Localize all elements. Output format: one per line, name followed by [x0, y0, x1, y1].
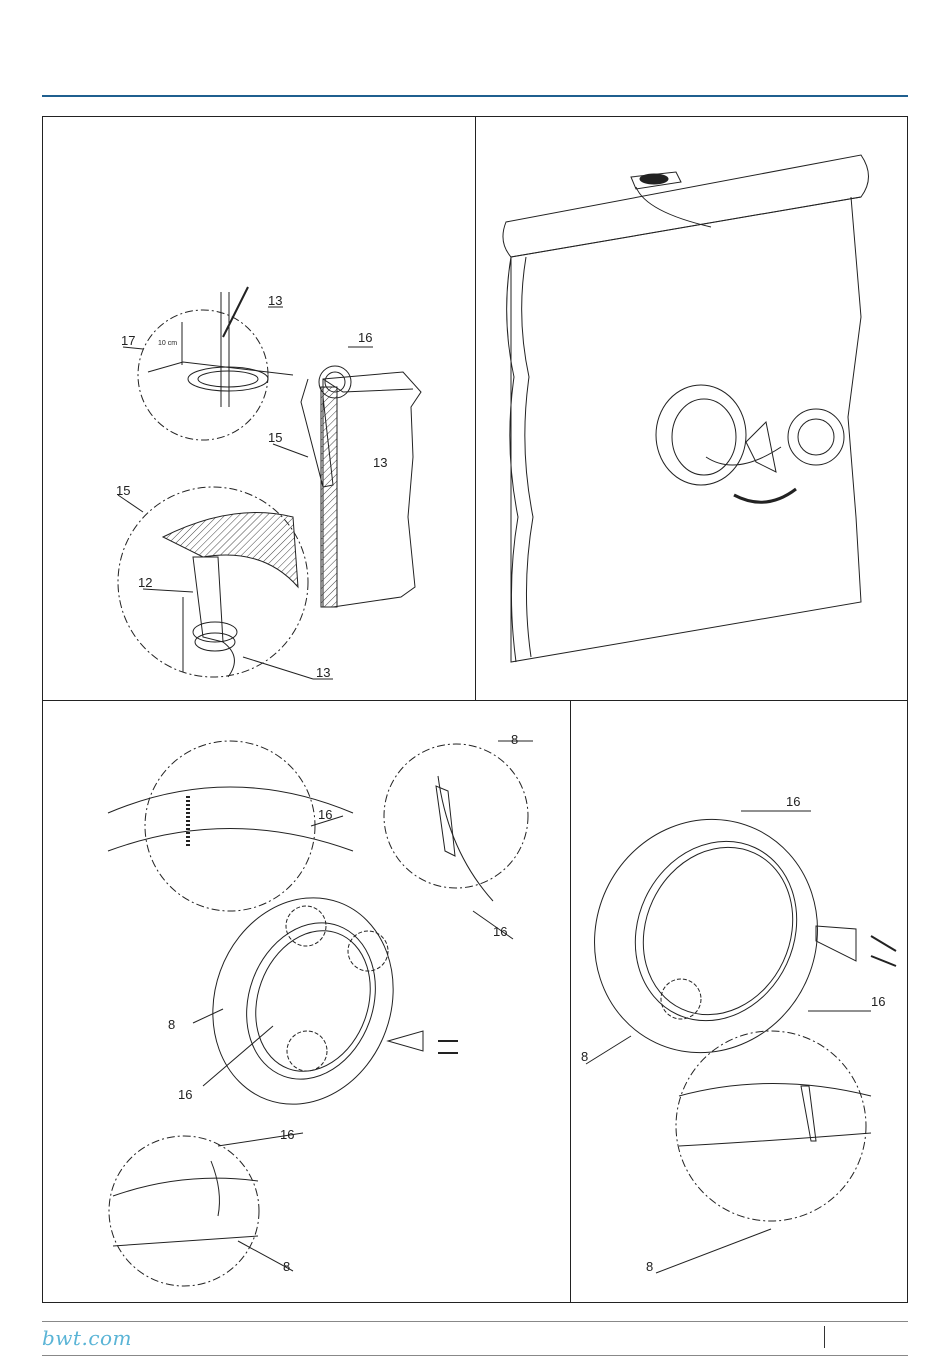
label-16b: 16	[871, 994, 885, 1009]
header-rule	[42, 95, 908, 97]
ring-diagram: 8 16 16 8 16 16 8	[43, 701, 572, 1304]
label-13c: 13	[316, 665, 330, 680]
label-15b: 15	[116, 483, 130, 498]
panel-ring-assembly: 8 16 16 8 16 16 8	[42, 700, 571, 1303]
label-17: 17	[121, 333, 135, 348]
panel-installation-detail: 13 17 10 cm 16 15 13 15 12 13	[42, 116, 476, 701]
wall-diagram	[476, 117, 909, 702]
label-16: 16	[358, 330, 372, 345]
page-separator	[824, 1326, 825, 1348]
panel-ring-detail: 16 16 8 8	[570, 700, 908, 1303]
installation-diagram: 13 17 10 cm 16 15 13 15 12 13	[43, 117, 477, 702]
label-8: 8	[511, 732, 518, 747]
label-16b: 16	[493, 924, 507, 939]
label-13: 13	[268, 293, 282, 308]
label-8c: 8	[283, 1259, 290, 1274]
label-12: 12	[138, 575, 152, 590]
label-16d: 16	[280, 1127, 294, 1142]
footer-rule-top	[42, 1321, 908, 1322]
label-8: 8	[581, 1049, 588, 1064]
label-16: 16	[318, 807, 332, 822]
label-10cm: 10 cm	[158, 340, 177, 347]
label-16: 16	[786, 794, 800, 809]
footer-rule-bottom	[42, 1355, 908, 1356]
label-13b: 13	[373, 455, 387, 470]
label-8b: 8	[168, 1017, 175, 1032]
label-15: 15	[268, 430, 282, 445]
ring-detail-diagram: 16 16 8 8	[571, 701, 909, 1304]
label-16c: 16	[178, 1087, 192, 1102]
label-8b: 8	[646, 1259, 653, 1274]
brand-logo[interactable]: bwt.com	[42, 1326, 132, 1350]
panel-wall-fitting	[475, 116, 908, 701]
